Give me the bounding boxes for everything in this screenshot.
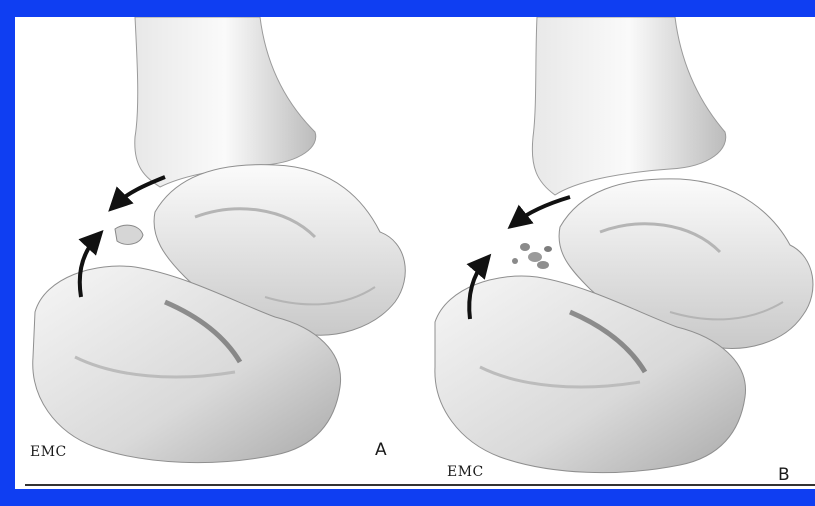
tibia-bone-b	[532, 17, 725, 195]
loose-bone-fragments-b	[512, 243, 552, 269]
bottom-divider	[25, 484, 815, 486]
bone-edge-fragment-a	[115, 225, 143, 244]
panel-b	[435, 17, 813, 473]
tibia-bone-a	[135, 17, 316, 187]
ankle-joint-diagram	[15, 17, 815, 489]
arrow-upper-a	[115, 177, 165, 205]
illustration-frame: EMC A EMC B	[15, 17, 815, 489]
signature-b: EMC	[447, 464, 484, 480]
panel-label-a: A	[375, 440, 387, 460]
signature-a: EMC	[30, 444, 67, 460]
arrow-upper-b	[515, 197, 570, 223]
panel-a	[33, 17, 406, 463]
panel-label-b: B	[778, 465, 790, 485]
